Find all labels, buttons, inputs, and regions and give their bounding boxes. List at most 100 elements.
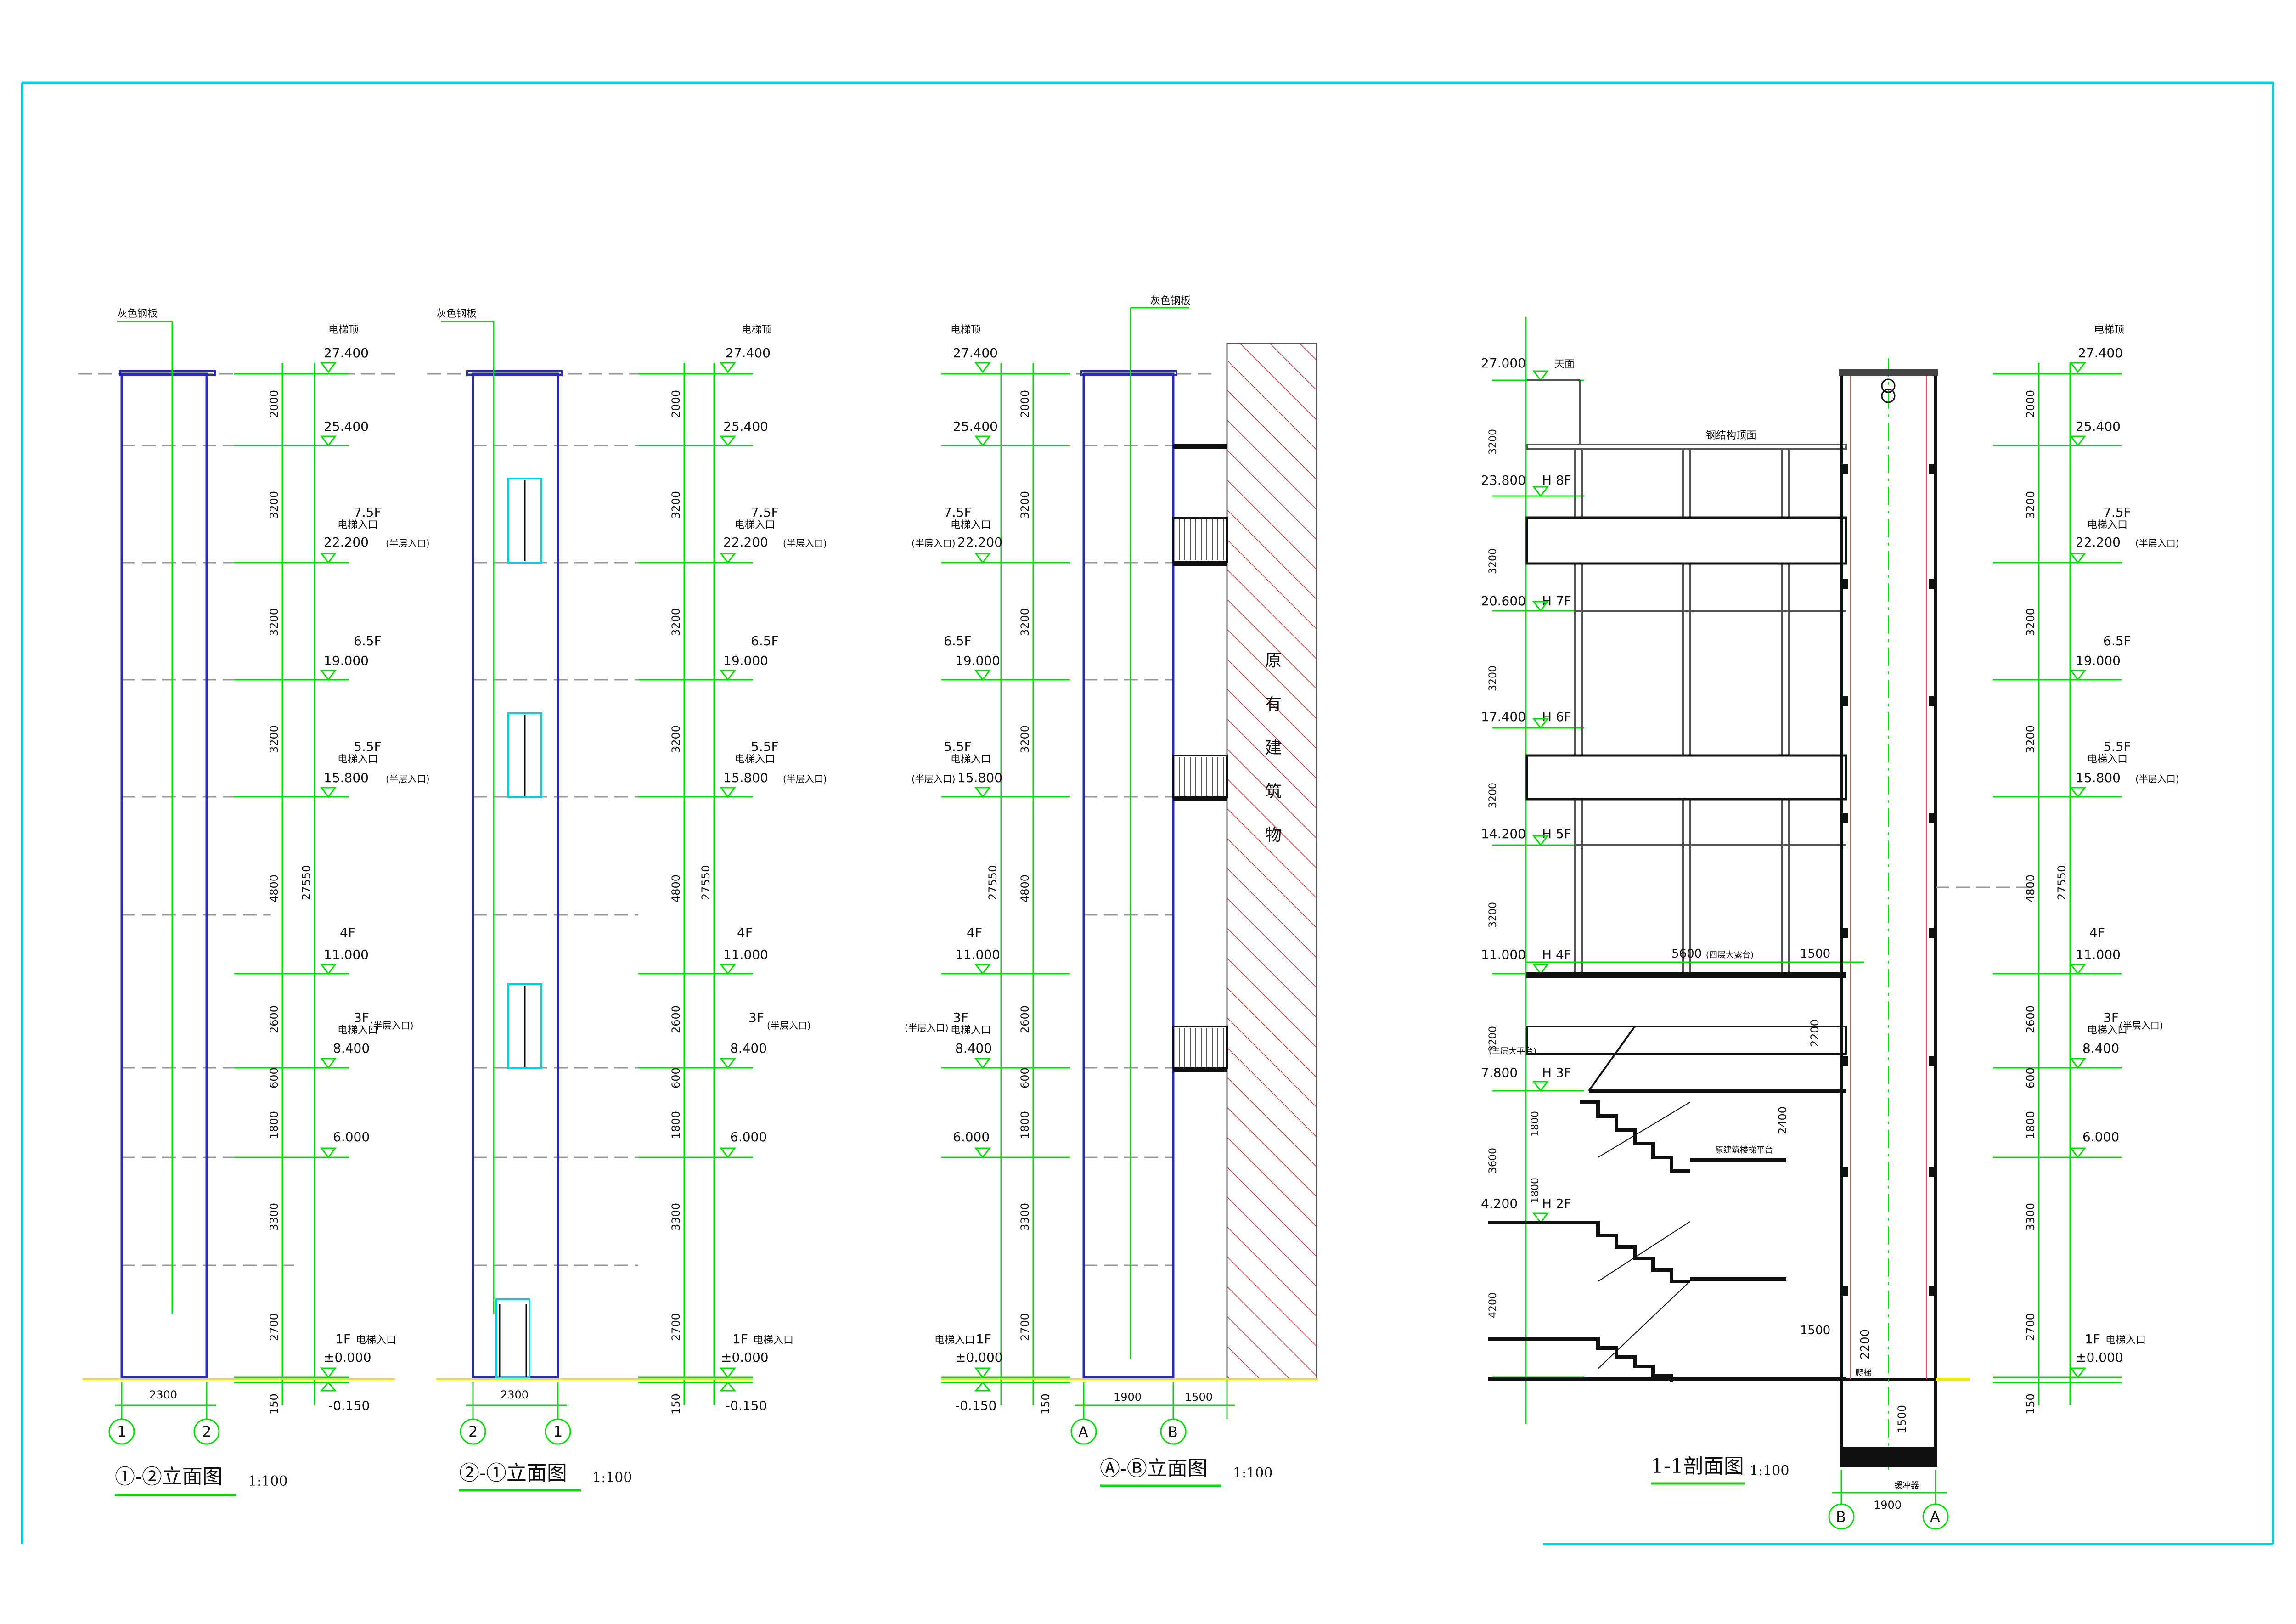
entrance-label: 电梯入口 [951,519,991,531]
stair-platform-label: 原建筑楼梯平台 [1715,1145,1773,1155]
dim-label: 3300 [2024,1203,2037,1231]
elev-19000: 19.000 [723,653,768,668]
dim-label: 3200 [2024,608,2037,636]
dim-label: 2700 [670,1313,682,1341]
dim-label: 2000 [2024,390,2037,418]
dim-label: 600 [268,1067,281,1088]
floor-H5F: H 5F [1542,826,1571,841]
sheet-frame [21,81,2274,1544]
dim-label: 2000 [670,390,682,418]
elev-19000: 19.000 [2076,653,2121,668]
floor-5.5F: 5.5F [2103,739,2131,754]
elev-8400: 8.400 [2082,1041,2119,1056]
dim-label: 150 [268,1393,281,1415]
entrance-label: 电梯入口 [753,1335,793,1346]
dim-label: 3200 [1487,1026,1499,1052]
lift-shaft-section: 爬梯 1500 缓冲器 [1839,358,1938,1490]
dim-label: 4800 [268,874,281,902]
third-platform-label: (三层大平台) [1489,1047,1536,1056]
door-opening [495,1298,530,1378]
stair-flights [1488,1100,1846,1382]
dim-label: 27550 [2055,865,2068,900]
roof-steel-label: 灰色钢板 [117,308,158,320]
dim-label: 3200 [1487,783,1499,808]
elev-11000: 11.000 [955,947,1000,962]
roof-plate [466,370,563,376]
dim-label: 27550 [300,865,313,900]
dim-label: 5600 [1671,947,1702,961]
door-opening [507,712,542,798]
dim-label: 3200 [1019,725,1031,753]
floor-3F: 3F [953,1010,968,1025]
lift-top-label: 电梯顶 [2094,324,2124,336]
dim-label: 3300 [670,1203,682,1231]
dim-label: 2700 [268,1313,281,1341]
shaft-outline [120,372,208,1379]
dim-label: 2000 [1019,390,1031,418]
elev-15800: 15.800 [2076,770,2121,785]
entrance-label: 电梯入口 [338,1025,378,1036]
axis-a-bubble: A [1078,1423,1088,1441]
floor-5.5F: 5.5F [944,739,972,754]
elev-8400: 8.400 [955,1041,992,1056]
dim-label: 150 [2024,1393,2037,1415]
elev-25400: 25.400 [723,419,768,434]
dim-label: 3200 [1487,665,1499,691]
dim-label: 1500 [1185,1391,1213,1404]
floor-H8F: H 8F [1542,473,1571,488]
dim-label: 3300 [268,1203,281,1231]
floor-4F: 4F [967,925,982,940]
elev-22200: 22.200 [723,535,768,550]
floor-6.5F: 6.5F [2103,633,2131,648]
axis-a-bubble: A [1930,1508,1940,1526]
dim-label: 1500 [1896,1405,1908,1433]
dim-label: 2600 [268,1005,281,1033]
half-entrance: (半层入口) [912,773,956,784]
elev-11000: 11.000 [2076,947,2121,962]
dim-label: 2200 [1808,1019,1821,1047]
entrance-label: 电梯入口 [735,519,775,531]
existing-building-char: 筑 [1265,782,1282,801]
half-entrance: (半层入口) [767,1020,811,1031]
elev-minus150: -0.150 [328,1398,370,1413]
half-entrance: (半层入口) [905,1022,949,1033]
shaft-outline [1082,372,1175,1379]
floor-3F: 3F [748,1010,764,1025]
elev-8400: 8.400 [730,1041,767,1056]
floor-1F: 1F [976,1331,991,1347]
floor-7.5F: 7.5F [944,505,972,520]
elev-8400: 8.400 [333,1041,370,1056]
entrance-label: 电梯入口 [2105,1335,2146,1346]
half-entrance: (半层入口) [783,538,827,549]
half-entrance: (半层入口) [386,538,430,549]
floor-6.5F: 6.5F [751,633,779,648]
dim-label: 2300 [501,1388,529,1401]
elev-6000: 6.000 [730,1129,767,1145]
dim-label: 3200 [268,725,281,753]
panel-title: 1-1剖面图 [1651,1455,1744,1478]
elev-0: ±0.000 [721,1350,769,1365]
existing-building-char: 物 [1265,826,1282,845]
elev-minus150: -0.150 [955,1398,996,1413]
dim-label: 3200 [2024,725,2037,753]
entrance-label: 电梯入口 [951,754,991,765]
elev-7800: 7.800 [1481,1065,1518,1080]
floor-1F: 1F [2085,1331,2100,1347]
entrance-label: 电梯入口 [338,754,378,765]
floor-7.5F: 7.5F [354,505,382,520]
dim-label: 2400 [1776,1106,1789,1134]
axis-2-bubble: 2 [468,1423,478,1440]
dim-label: 3200 [1487,429,1499,455]
dim-label: 2600 [670,1005,682,1033]
elev-19000: 19.000 [955,653,1000,668]
elev-27400: 27.400 [953,345,998,361]
elev-22200: 22.200 [2076,535,2121,550]
dim-label: 1800 [1530,1178,1541,1203]
elev-4200: 4.200 [1481,1196,1518,1211]
dim-label: 27550 [699,865,712,900]
panel-1-1-section: 27.000 天面 23.800 H 8F 20.600 H 7F 17.400… [1481,317,2179,1530]
floor-3F: 3F [354,1010,369,1025]
dim-label: 3200 [1487,548,1499,574]
dim-label: 2700 [2024,1313,2037,1341]
